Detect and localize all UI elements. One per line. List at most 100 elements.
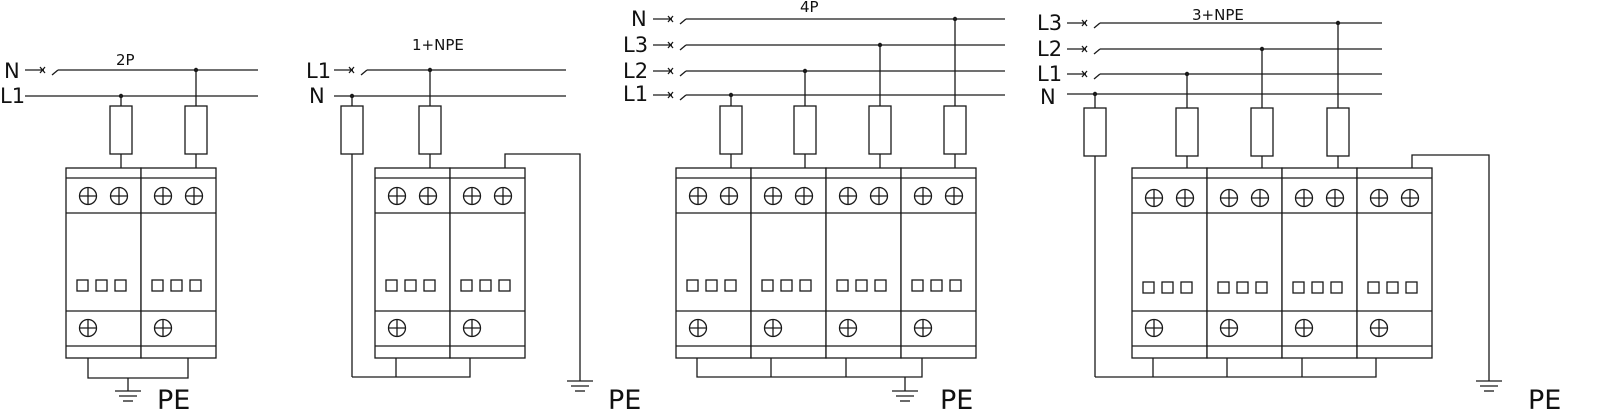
line-label-l1: L1 [623, 82, 648, 106]
terminal-screw-icon [913, 318, 933, 338]
indicator-square-icon [930, 279, 943, 292]
terminal-screw-icon [78, 186, 98, 206]
line-label-l1: L1 [306, 59, 331, 83]
fuse [868, 105, 892, 155]
switch-icon [334, 66, 368, 76]
fuse [1083, 107, 1107, 157]
terminal-screw-icon [184, 186, 204, 206]
diagram-title-3-npe: 3+NPE [1192, 6, 1244, 24]
line-label-l1: L1 [0, 84, 25, 108]
terminal-screw-icon [387, 186, 407, 206]
ground-label-pe: PE [608, 385, 641, 416]
spd-module [900, 167, 977, 359]
diagram-1-npe: 1+NPE L1 N [306, 36, 641, 416]
terminal-screw-icon [462, 186, 482, 206]
terminal-screw-icon [688, 186, 708, 206]
diagram-title-2p: 2P [116, 51, 135, 69]
ground-symbol-icon [115, 390, 141, 402]
diagram-2p: 2P N L1 [0, 51, 258, 416]
line-label-n: N [4, 59, 20, 83]
terminal-screw-icon [1325, 188, 1345, 208]
terminal-screw-icon [1294, 318, 1314, 338]
indicator-square-icon [874, 279, 887, 292]
terminal-screw-icon [838, 318, 858, 338]
spd-module [1131, 167, 1208, 359]
terminal-screw-icon [1219, 318, 1239, 338]
spd-module [750, 167, 827, 359]
indicator-square-icon [151, 279, 164, 292]
fuse [418, 105, 442, 155]
switch-icon [1067, 19, 1101, 80]
indicator-square-icon [76, 279, 89, 292]
terminal-screw-icon [78, 318, 98, 338]
indicator-square-icon [686, 279, 699, 292]
terminal-screw-icon [153, 318, 173, 338]
fuse [340, 105, 364, 155]
terminal-screw-icon [763, 318, 783, 338]
diagram-title-4p: 4P [800, 0, 819, 16]
terminal-screw-icon [838, 186, 858, 206]
indicator-square-icon [1292, 281, 1305, 294]
terminal-screw-icon [387, 318, 407, 338]
spd-module [449, 167, 526, 359]
indicator-square-icon [1236, 281, 1249, 294]
spd-module [1206, 167, 1283, 359]
indicator-square-icon [1367, 281, 1380, 294]
terminal-screw-icon [1144, 188, 1164, 208]
ground-symbol-icon [892, 390, 918, 402]
indicator-square-icon [460, 279, 473, 292]
fuse [1250, 107, 1274, 157]
indicator-square-icon [1217, 281, 1230, 294]
spd-module [1281, 167, 1358, 359]
fuse [1175, 107, 1199, 157]
terminal-screw-icon [944, 186, 964, 206]
indicator-square-icon [1330, 281, 1343, 294]
spd-module [825, 167, 902, 359]
indicator-square-icon [1255, 281, 1268, 294]
indicator-square-icon [1386, 281, 1399, 294]
fuse [109, 105, 133, 155]
fuse [943, 105, 967, 155]
terminal-screw-icon [1219, 188, 1239, 208]
indicator-square-icon [1405, 281, 1418, 294]
indicator-square-icon [404, 279, 417, 292]
indicator-square-icon [114, 279, 127, 292]
indicator-square-icon [724, 279, 737, 292]
diagram-3-npe: 3+NPE L3 L2 L1 N [1037, 6, 1561, 416]
spd-module [1356, 167, 1433, 359]
terminal-screw-icon [109, 186, 129, 206]
line-label-l2: L2 [1037, 37, 1062, 61]
ground-symbol-icon [567, 380, 593, 392]
switch-icon [25, 66, 59, 76]
terminal-screw-icon [688, 318, 708, 338]
fuse [719, 105, 743, 155]
terminal-screw-icon [1400, 188, 1420, 208]
fuse [1326, 107, 1350, 157]
indicator-square-icon [911, 279, 924, 292]
line-label-l2: L2 [623, 59, 648, 83]
indicator-square-icon [1142, 281, 1155, 294]
indicator-square-icon [385, 279, 398, 292]
diagram-title-1-npe: 1+NPE [412, 36, 464, 54]
indicator-square-icon [780, 279, 793, 292]
indicator-square-icon [479, 279, 492, 292]
indicator-square-icon [761, 279, 774, 292]
indicator-square-icon [1180, 281, 1193, 294]
terminal-screw-icon [418, 186, 438, 206]
indicator-square-icon [799, 279, 812, 292]
indicator-square-icon [949, 279, 962, 292]
indicator-square-icon [189, 279, 202, 292]
fuse [793, 105, 817, 155]
diagram-4p: 4P N L3 L2 L1 [623, 0, 1005, 416]
indicator-square-icon [95, 279, 108, 292]
terminal-screw-icon [763, 186, 783, 206]
fuse [184, 105, 208, 155]
line-label-l3: L3 [1037, 11, 1062, 35]
indicator-square-icon [836, 279, 849, 292]
spd-module [675, 167, 752, 359]
line-label-l1: L1 [1037, 62, 1062, 86]
ground-label-pe: PE [940, 385, 973, 416]
spd-module [140, 167, 217, 359]
indicator-square-icon [423, 279, 436, 292]
